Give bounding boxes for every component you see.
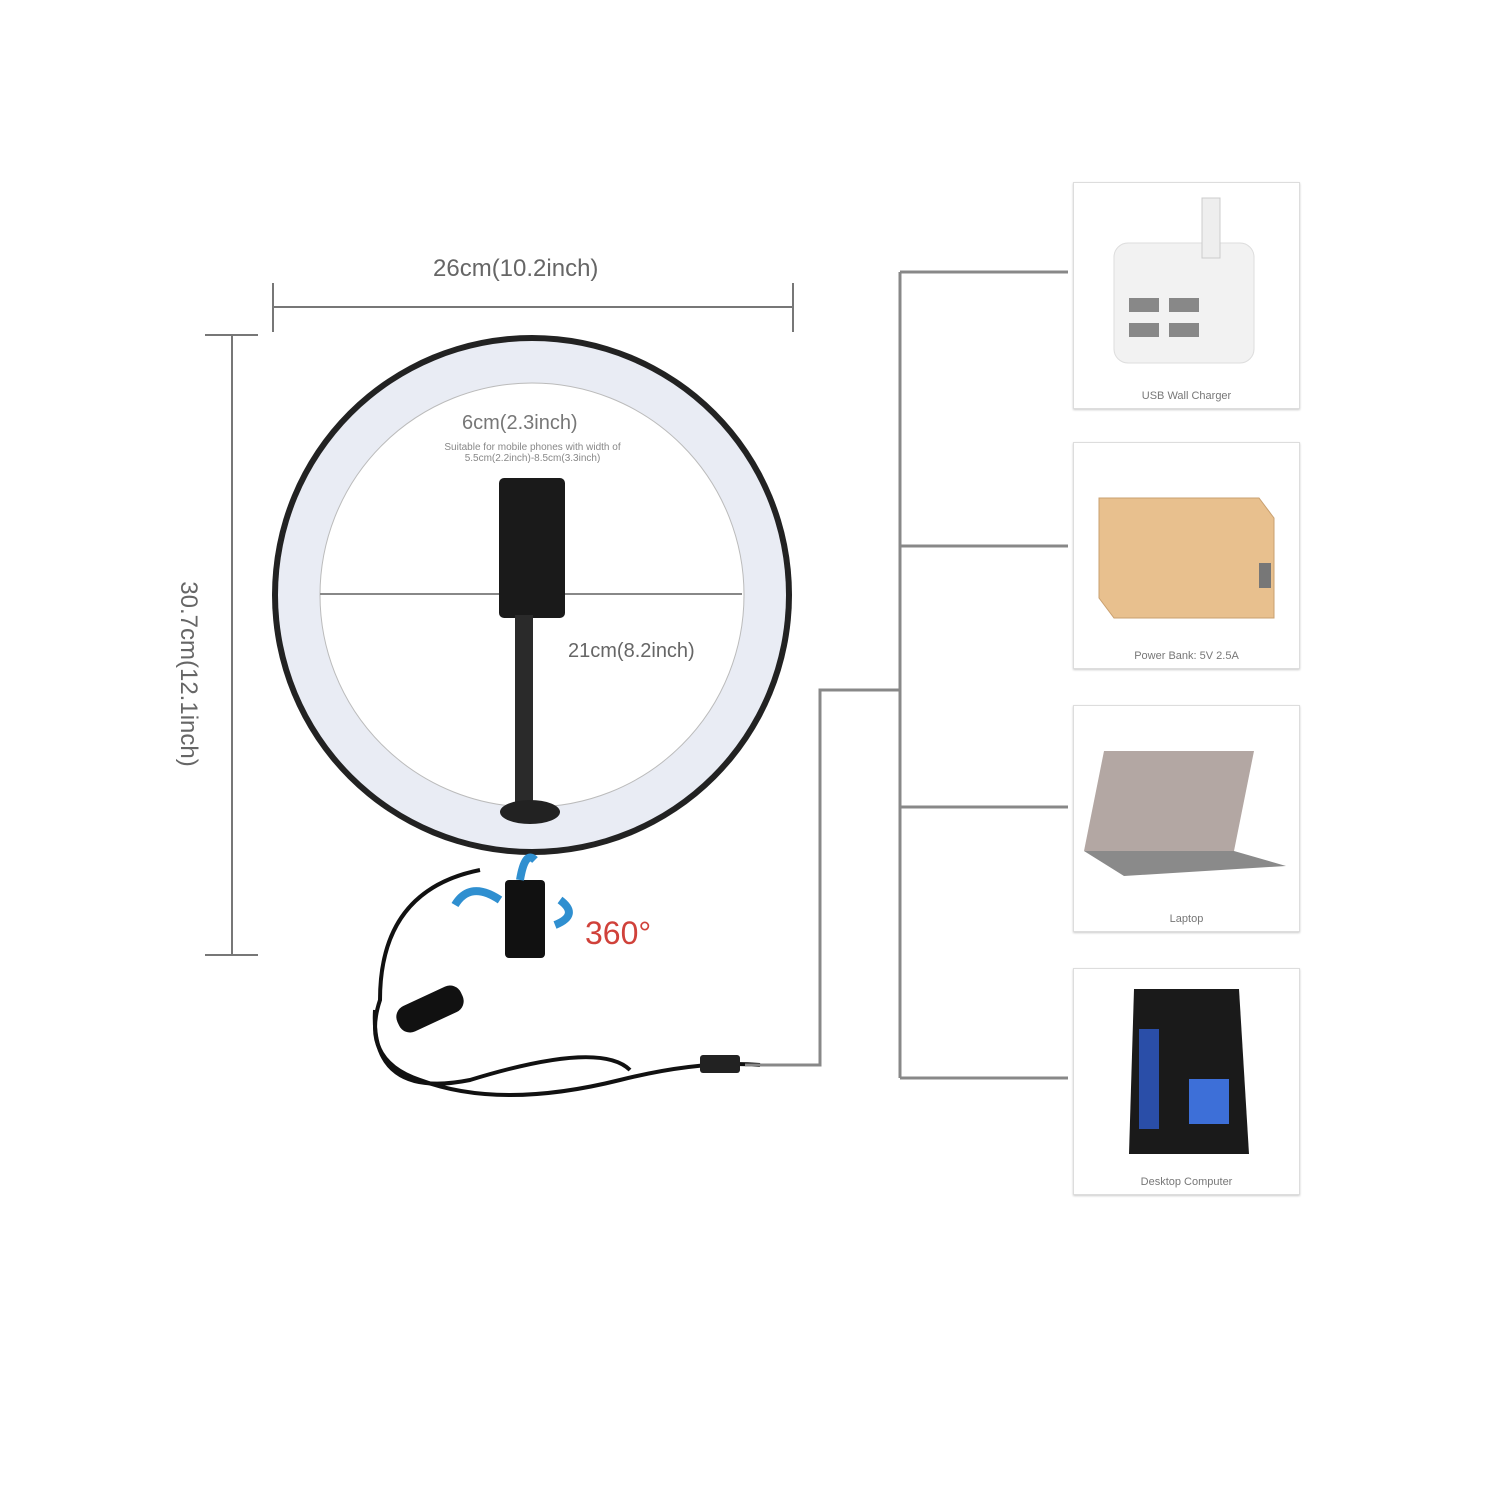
- rotation-arrow-icon: [451, 887, 573, 929]
- usb-cable: [373, 868, 761, 1097]
- inner-diameter-label: 21cm(8.2inch): [568, 640, 695, 662]
- power-source-power-bank: Power Bank: 5V 2.5A: [1073, 442, 1300, 669]
- holder-width-label: 6cm(2.3inch): [462, 412, 578, 434]
- power-source-label: Laptop: [1169, 913, 1204, 925]
- connection-lines: [745, 270, 1068, 1080]
- power-source-label: Desktop Computer: [1140, 1176, 1233, 1188]
- usb-plug: [700, 1055, 740, 1073]
- gooseneck: [515, 615, 533, 805]
- usb-wall-charger-icon: [1113, 197, 1255, 364]
- ball-head-mount: [505, 880, 545, 958]
- power-source-label: Power Bank: 5V 2.5A: [1134, 650, 1239, 662]
- rotation-label: 360°: [585, 915, 652, 951]
- laptop-icon: [1084, 751, 1286, 876]
- width-dimension-line: [272, 283, 794, 332]
- gooseneck-base: [500, 800, 560, 824]
- phone-holder: [499, 478, 565, 618]
- inline-controller: [396, 985, 464, 1033]
- height-dimension-line: [205, 334, 258, 956]
- power-source-usb-wall-charger: USB Wall Charger: [1073, 182, 1300, 409]
- height-label: 30.7cm(12.1inch): [175, 581, 202, 767]
- power-source-laptop: Laptop: [1073, 705, 1300, 932]
- desktop-computer-icon: [1129, 989, 1249, 1154]
- power-bank-icon: [1098, 497, 1275, 619]
- width-label: 26cm(10.2inch): [433, 255, 599, 282]
- holder-note: Suitable for mobile phones with width of…: [444, 442, 621, 464]
- power-source-label: USB Wall Charger: [1141, 390, 1232, 402]
- power-source-desktop-computer: Desktop Computer: [1073, 968, 1300, 1195]
